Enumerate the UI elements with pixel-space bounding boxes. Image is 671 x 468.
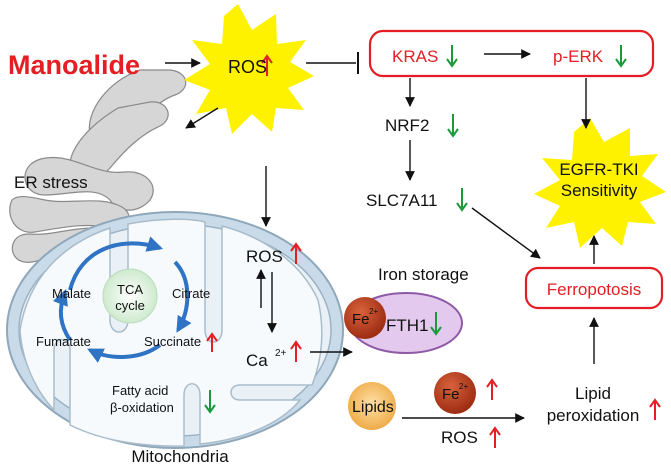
fatty-acid-line2: β-oxidation — [110, 400, 174, 415]
ros-main-label: ROS — [228, 57, 267, 77]
iron-storage-label: Iron storage — [378, 265, 469, 284]
kras-perk-box — [368, 29, 655, 78]
ferroptosis-label: Ferropotosis — [547, 280, 641, 299]
ca-superscript: 2+ — [275, 348, 287, 359]
kras-down-indicator — [446, 45, 458, 68]
egfr-label-line2: Sensitivity — [561, 181, 638, 200]
ca-label: Ca — [246, 351, 268, 370]
slc7a11-down-indicator — [456, 188, 468, 212]
ros-burst-shape — [184, 4, 314, 134]
perk-down-indicator — [615, 45, 627, 68]
ca-up-indicator — [290, 340, 302, 362]
mitochondria-label: Mitochondria — [131, 447, 229, 466]
nrf2-down-indicator — [447, 114, 459, 138]
fumarate-label: Fumatate — [36, 334, 91, 349]
indicator-arrows — [204, 45, 661, 448]
lipid-perox-line1: Lipid — [575, 384, 611, 403]
succinate-label: Succinate — [144, 334, 201, 349]
tca-label-line2: cycle — [115, 298, 145, 313]
fe2-up-indicator — [486, 378, 498, 400]
tca-label-line1: TCA — [117, 282, 143, 297]
fth1-down-indicator — [430, 312, 442, 336]
ferroptosis-box — [524, 266, 664, 310]
fatty-acid-line1: Fatty acid — [112, 383, 168, 398]
fe-iron-ball — [344, 297, 386, 339]
ros-lipid-label: ROS — [441, 428, 478, 447]
fe-iron-ball-2 — [434, 372, 476, 414]
arrow-ros-er — [185, 107, 219, 129]
egfr-burst-shape — [534, 118, 666, 248]
fth1-label: FTH1 — [386, 316, 429, 335]
egfr-label-line1: EGFR-TKI — [559, 160, 638, 179]
lipids-droplet — [348, 382, 396, 430]
ros-lipid-up-indicator — [489, 426, 501, 448]
lipids-label: Lipids — [352, 399, 394, 416]
mito-ros-up-indicator — [290, 242, 302, 264]
mito-ros-label: ROS — [246, 247, 283, 266]
fe2-label: Fe — [442, 386, 460, 403]
manoalide-label: Manoalide — [8, 50, 140, 80]
lipid-perox-line2: peroxidation — [547, 406, 640, 425]
perk-label: p-ERK — [553, 47, 604, 66]
er-stress-label: ER stress — [14, 173, 88, 192]
pathway-arrows — [165, 49, 599, 423]
tca-cycle — [52, 236, 192, 363]
arrow-slc7a11-ferroptosis — [471, 207, 541, 259]
kras-label: KRAS — [392, 47, 438, 66]
fe-label: Fe — [352, 311, 370, 328]
citrate-label: Citrate — [172, 286, 210, 301]
perox-up-indicator — [649, 398, 661, 420]
fe2-superscript: 2+ — [459, 382, 468, 391]
succinate-up-indicator — [206, 332, 218, 352]
fatty-acid-down-indicator — [204, 390, 216, 414]
fe-superscript: 2+ — [369, 307, 378, 316]
malate-label: Malate — [52, 286, 91, 301]
nrf2-label: NRF2 — [385, 116, 429, 135]
slc7a11-label: SLC7A11 — [366, 191, 438, 210]
ros-up-indicator — [261, 54, 273, 76]
